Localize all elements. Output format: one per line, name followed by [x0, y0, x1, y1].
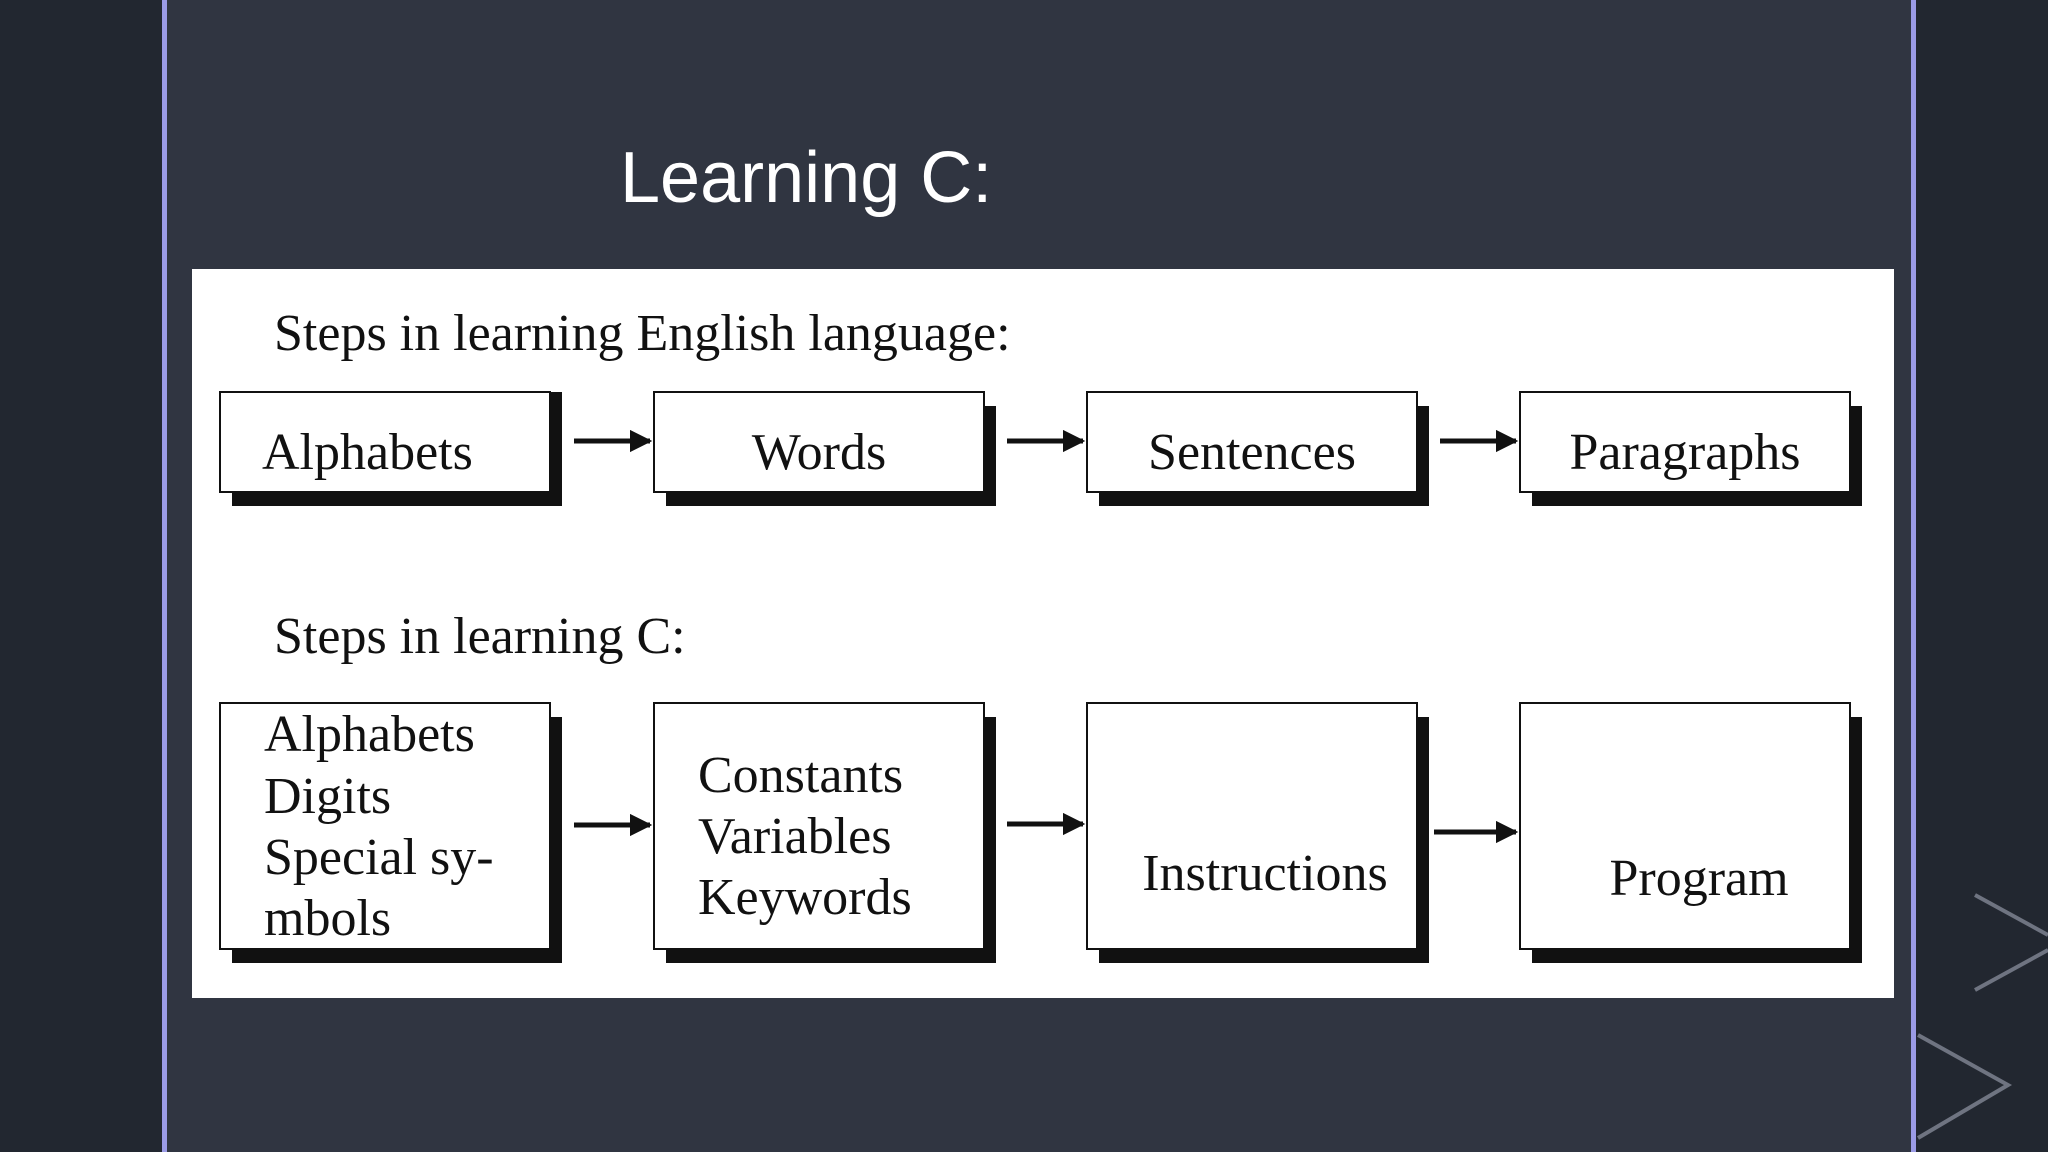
c-step-1-line-3: Special sy- — [264, 829, 494, 886]
c-step-3-label: Instructions — [1142, 845, 1388, 902]
english-step-2: Words — [653, 391, 996, 506]
c-steps-heading: Steps in learning C: — [274, 608, 686, 665]
english-step-3: Sentences — [1086, 391, 1429, 506]
c-step-2-line-1: Constants — [698, 747, 903, 804]
english-step-4-label: Paragraphs — [1569, 424, 1800, 481]
diagram-figure: Steps in learning English language: Step… — [192, 269, 1894, 998]
english-step-3-label: Sentences — [1148, 424, 1356, 481]
english-step-1-label: Alphabets — [262, 424, 473, 481]
c-step-4: Program — [1519, 702, 1862, 963]
c-step-1-line-2: Digits — [264, 768, 391, 825]
c-step-3: Instructions — [1086, 702, 1429, 963]
c-step-2-line-2: Variables — [698, 808, 891, 865]
c-step-2-line-3: Keywords — [698, 869, 912, 926]
c-step-1-line-4: mbols — [264, 890, 391, 947]
english-steps-heading: Steps in learning English language: — [274, 305, 1011, 362]
slide-title: Learning C: — [620, 138, 993, 218]
english-step-1: Alphabets — [219, 391, 562, 506]
learning-steps-diagram: Steps in learning English language: Step… — [219, 305, 1862, 963]
c-step-2: Constants Variables Keywords — [653, 702, 996, 963]
english-step-2-label: Words — [752, 424, 886, 481]
chevron-decoration-icon — [1916, 893, 2048, 1140]
c-step-1-line-1: Alphabets — [264, 706, 475, 763]
c-step-4-label: Program — [1609, 850, 1788, 907]
c-step-1: Alphabets Digits Special sy- mbols — [219, 702, 562, 963]
english-step-4: Paragraphs — [1519, 391, 1862, 506]
